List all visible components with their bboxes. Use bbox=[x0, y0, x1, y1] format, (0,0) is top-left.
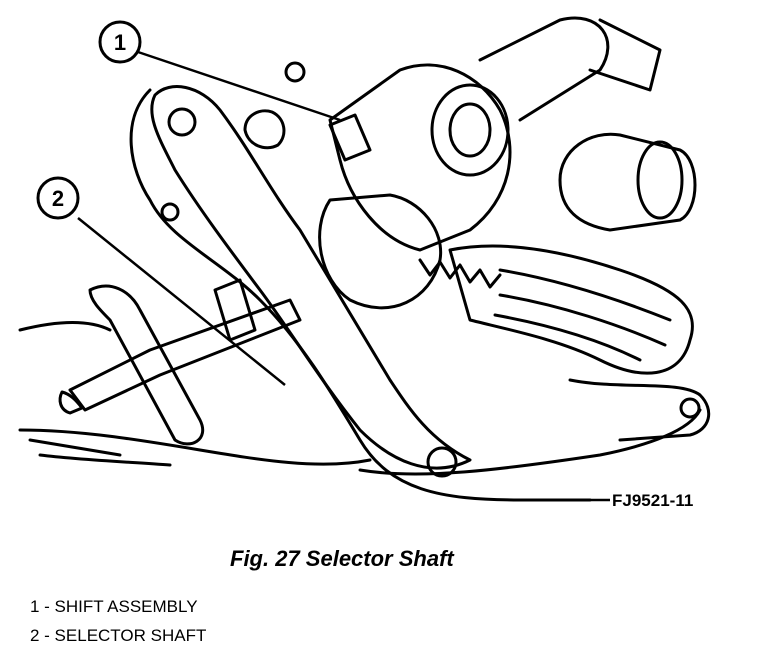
selector-shaft-illustration: 1 2 FJ9521-11 bbox=[18, 16, 711, 510]
hand-shading bbox=[28, 438, 172, 467]
selector-shaft-lever bbox=[88, 284, 204, 446]
left-bolt bbox=[160, 202, 180, 222]
lower-right-rail bbox=[568, 378, 711, 442]
hand-outline bbox=[18, 321, 372, 466]
svg-text:FJ9521-11: FJ9521-11 bbox=[612, 491, 693, 510]
bolt-hole-lower bbox=[426, 446, 458, 478]
callout-1: 1 bbox=[98, 20, 341, 122]
right-boss-face bbox=[636, 140, 684, 220]
figure-caption: Fig. 27 Selector Shaft bbox=[230, 546, 454, 571]
central-hub bbox=[318, 193, 443, 310]
legend-item: 2 - SELECTOR SHAFT bbox=[30, 626, 207, 645]
upper-right-stud bbox=[588, 18, 662, 92]
shift-lug-stack bbox=[448, 244, 694, 375]
upper-screw bbox=[243, 109, 286, 150]
upper-rail bbox=[478, 16, 610, 122]
shift-assembly-pivot-inner bbox=[448, 102, 492, 158]
selector-shaft-collar bbox=[213, 278, 257, 342]
housing-bottom-edge bbox=[358, 408, 702, 476]
svg-text:1: 1 bbox=[114, 30, 126, 55]
figure-id-label: FJ9521-11 bbox=[560, 491, 693, 510]
upper-bolt bbox=[284, 61, 306, 83]
shift-assembly-pivot bbox=[430, 83, 510, 177]
legend-item: 1 - SHIFT ASSEMBLY bbox=[30, 597, 198, 616]
flange-plate bbox=[150, 85, 472, 470]
shift-assembly-bracket bbox=[328, 113, 372, 162]
shift-lug-line-2 bbox=[498, 293, 667, 347]
shift-lug-line-1 bbox=[498, 268, 672, 322]
shift-assembly-body bbox=[328, 63, 512, 252]
right-boss bbox=[558, 132, 697, 232]
figure-legend: 1 - SHIFT ASSEMBLY 2 - SELECTOR SHAFT bbox=[30, 592, 206, 650]
shift-lug-line-3 bbox=[493, 313, 642, 362]
svg-text:2: 2 bbox=[52, 186, 64, 211]
lower-right-bolt bbox=[679, 397, 701, 419]
selector-shaft bbox=[68, 298, 302, 412]
callout-2: 2 bbox=[36, 176, 286, 386]
bolt-hole-upper bbox=[167, 107, 197, 137]
gear-teeth bbox=[418, 258, 502, 289]
selector-shaft-end bbox=[58, 390, 84, 415]
